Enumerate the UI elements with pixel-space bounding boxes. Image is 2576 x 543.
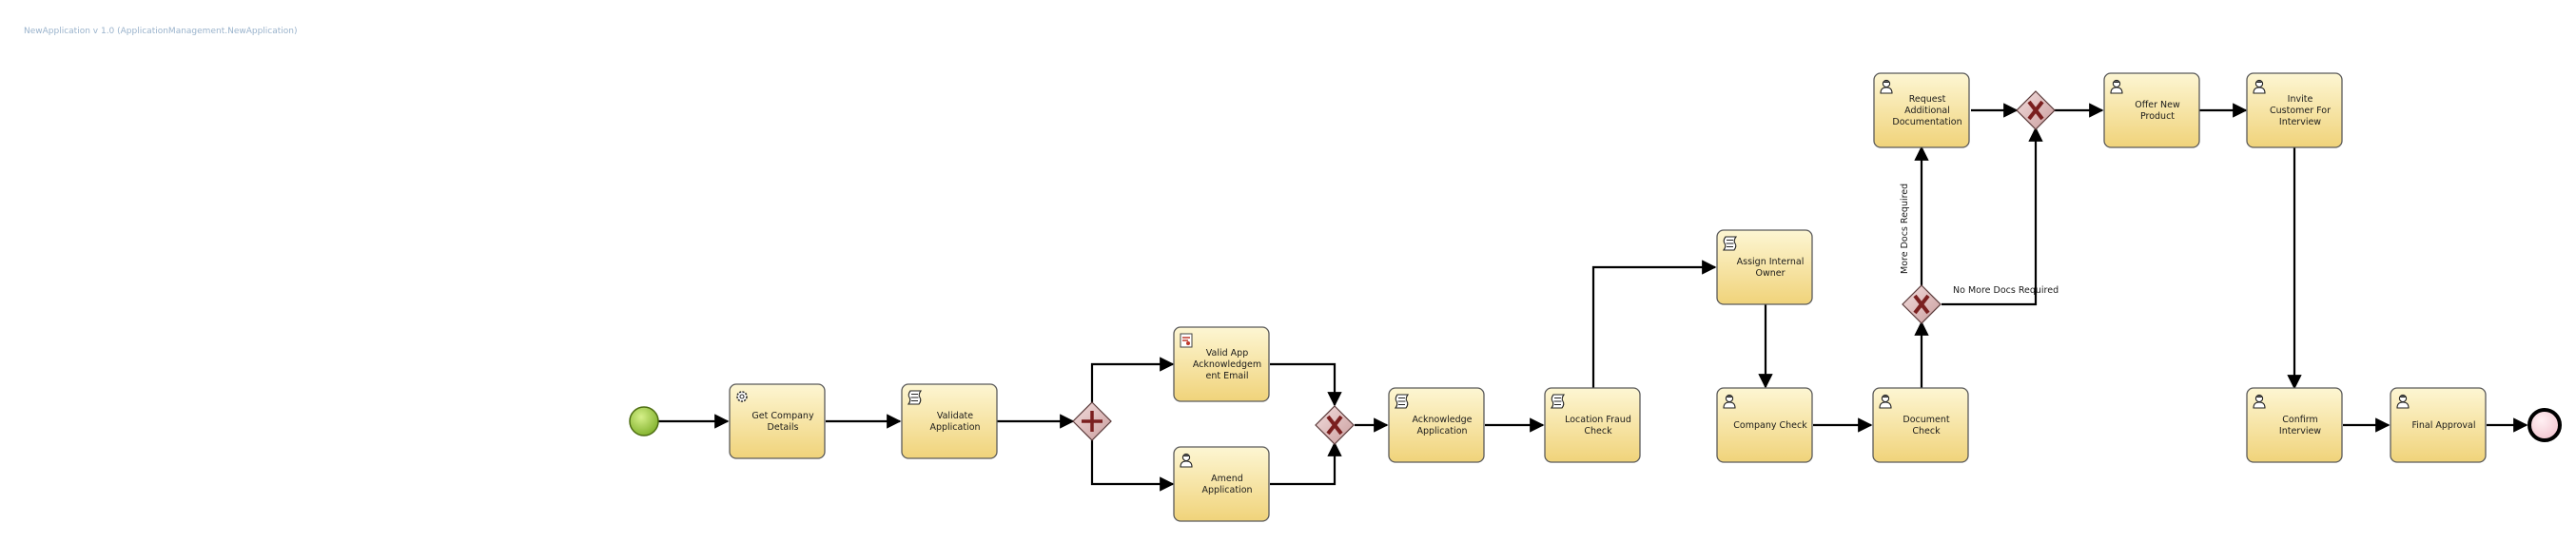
- flow-label-more-docs: More Docs Required: [1900, 184, 1910, 274]
- task-box[interactable]: [2246, 387, 2343, 463]
- task-box[interactable]: [2390, 387, 2487, 463]
- task-box[interactable]: [901, 383, 998, 459]
- task-label-line: Company Check: [1733, 420, 1807, 431]
- task-box[interactable]: [1388, 387, 1485, 463]
- email-icon: [1180, 333, 1193, 348]
- task-label-line: Location Fraud: [1565, 415, 1631, 425]
- task-label-line: Document: [1903, 415, 1949, 425]
- sequence-flows: [658, 103, 2528, 492]
- user-icon: [1180, 453, 1193, 468]
- user-icon: [2110, 79, 2123, 94]
- gateway-parallel-split[interactable]: [1072, 401, 1112, 441]
- gateway-xor-merge-2[interactable]: [2016, 90, 2056, 130]
- task-label-line: Valid App: [1206, 348, 1248, 359]
- task-label-line: Application: [1416, 426, 1467, 436]
- task-label-line: Application: [1201, 485, 1252, 495]
- task-label-line: Check: [1912, 426, 1941, 436]
- task-label-line: Interview: [2279, 117, 2321, 127]
- start-event[interactable]: [629, 406, 659, 436]
- exclusive-x-icon: [2027, 100, 2044, 121]
- task-label-line: Product: [2140, 111, 2175, 122]
- task-label-line: Check: [1584, 426, 1612, 436]
- user-icon: [1879, 394, 1892, 409]
- script-icon: [1394, 394, 1410, 409]
- task-label-line: Customer For: [2270, 106, 2331, 116]
- task-label-line: Assign Internal: [1737, 257, 1805, 267]
- parallel-plus-icon: [1082, 411, 1103, 432]
- task-label-line: Documentation: [1892, 117, 1961, 127]
- task-label-line: Details: [768, 422, 799, 433]
- flow-amend-to-xor1[interactable]: [1270, 441, 1342, 486]
- task-label-line: Application: [929, 422, 980, 433]
- task-label-line: Request: [1909, 94, 1946, 105]
- task-label-line: Invite: [2288, 94, 2313, 105]
- task-box[interactable]: [1872, 387, 1969, 463]
- task-label-line: Interview: [2279, 426, 2321, 436]
- flow-location-to-assign[interactable]: [1591, 260, 1717, 388]
- task-label-line: Additional: [1904, 106, 1950, 116]
- task-final-approval[interactable]: Final Approval: [2390, 387, 2487, 463]
- task-box[interactable]: [729, 383, 826, 459]
- gateway-xor-docs-decision[interactable]: [1902, 284, 1942, 324]
- task-box[interactable]: [1873, 72, 1970, 148]
- gateway-xor-merge-1[interactable]: [1315, 405, 1355, 445]
- task-box[interactable]: [2246, 72, 2343, 148]
- flow-parallel-to-valid-app[interactable]: [1090, 357, 1175, 402]
- flow-no-more-docs[interactable]: [1942, 126, 2043, 306]
- end-event[interactable]: [2527, 408, 2562, 442]
- task-label-line: Final Approval: [2411, 420, 2475, 431]
- user-icon: [1880, 79, 1893, 94]
- task-box[interactable]: [1544, 387, 1641, 463]
- task-label-line: Acknowledgem: [1193, 359, 1261, 370]
- task-box[interactable]: [1173, 446, 1270, 522]
- task-label-line: Get Company: [751, 411, 814, 421]
- script-icon: [1722, 236, 1738, 251]
- user-icon: [2253, 79, 2266, 94]
- user-icon: [2396, 394, 2410, 409]
- script-icon: [1550, 394, 1566, 409]
- tasks-layer: Get CompanyDetailsValidateApplicationVal…: [729, 72, 2487, 522]
- flow-parallel-to-amend[interactable]: [1090, 440, 1175, 492]
- gear-icon: [736, 391, 748, 402]
- task-label-line: Confirm: [2282, 415, 2317, 425]
- flow-label-no-more-docs: No More Docs Required: [1953, 285, 2059, 296]
- task-company-check[interactable]: Company Check: [1716, 387, 1813, 463]
- user-icon: [2253, 394, 2266, 409]
- task-label-line: Amend: [1211, 474, 1243, 484]
- task-label-line: ent Email: [1206, 371, 1249, 381]
- task-label-line: Acknowledge: [1412, 415, 1472, 425]
- breadcrumb: NewApplication v 1.0 (ApplicationManagem…: [24, 27, 298, 36]
- task-label-line: Owner: [1755, 268, 1785, 279]
- task-box[interactable]: [1716, 387, 1813, 463]
- task-box[interactable]: [1716, 229, 1813, 305]
- task-box[interactable]: [2103, 72, 2200, 148]
- task-box[interactable]: [1173, 326, 1270, 402]
- flow-valid-app-to-xor1[interactable]: [1270, 362, 1342, 407]
- task-label-line: Validate: [937, 411, 973, 421]
- user-icon: [1723, 394, 1736, 409]
- task-label-line: Offer New: [2135, 100, 2180, 110]
- exclusive-x-icon: [1326, 415, 1343, 436]
- script-icon: [907, 390, 923, 405]
- exclusive-x-icon: [1913, 294, 1930, 315]
